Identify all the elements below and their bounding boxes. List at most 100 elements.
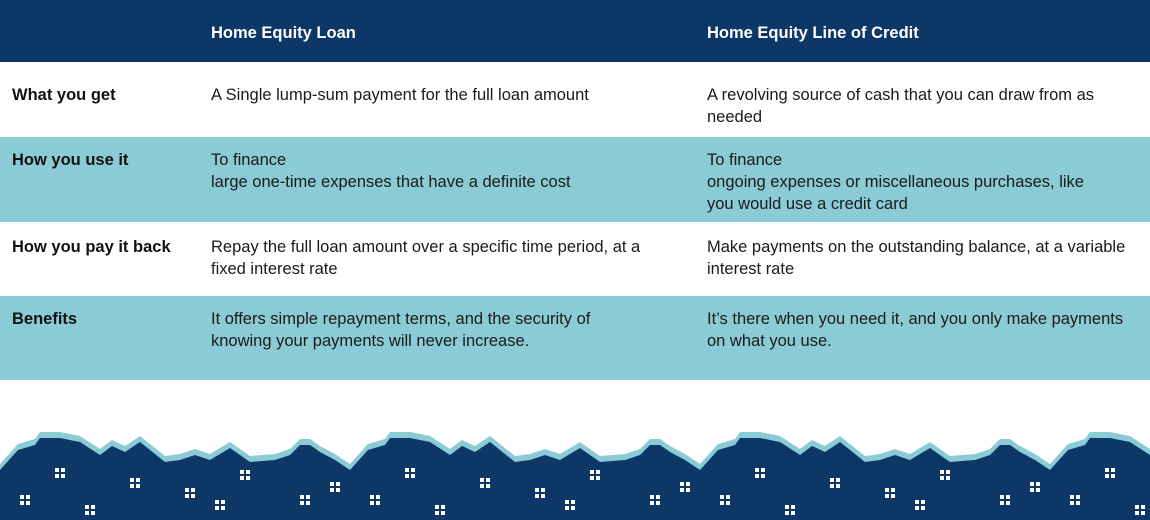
window-pane	[656, 501, 660, 505]
window-pane	[761, 468, 765, 472]
window-pane	[85, 505, 89, 509]
table-row: Benefits It offers simple repayment term…	[0, 296, 1150, 380]
window-pane	[1000, 495, 1004, 499]
house-shape	[350, 438, 700, 520]
window-pane	[306, 495, 310, 499]
house-rooftops-group	[0, 432, 1150, 520]
window-pane	[376, 495, 380, 499]
window-pane	[946, 476, 950, 480]
table-header-row: Home Equity Loan Home Equity Line of Cre…	[0, 0, 1150, 62]
window-pane	[571, 506, 575, 510]
window-pane	[921, 506, 925, 510]
window-pane	[370, 501, 374, 505]
window-pane	[405, 474, 409, 478]
window-pane	[91, 505, 95, 509]
window-pane	[1000, 501, 1004, 505]
window-pane	[830, 484, 834, 488]
window-pane	[221, 506, 225, 510]
window-pane	[185, 494, 189, 498]
window-pane	[486, 478, 490, 482]
window-pane	[306, 501, 310, 505]
window-pane	[185, 488, 189, 492]
window-pane	[26, 501, 30, 505]
window-pane	[755, 468, 759, 472]
window-pane	[300, 501, 304, 505]
window-pane	[1030, 488, 1034, 492]
heloc-cell: It’s there when you need it, and you onl…	[707, 310, 1124, 350]
window-pane	[411, 468, 415, 472]
window-pane	[91, 511, 95, 515]
window-pane	[20, 495, 24, 499]
loan-cell: To finance large one-time expenses that …	[211, 151, 571, 191]
window-pane	[915, 500, 919, 504]
window-pane	[1076, 495, 1080, 499]
row-label: Benefits	[12, 310, 78, 328]
window-pane	[590, 470, 594, 474]
window-pane	[20, 501, 24, 505]
window-pane	[330, 482, 334, 486]
window-pane	[885, 494, 889, 498]
window-pane	[376, 501, 380, 505]
window-pane	[26, 495, 30, 499]
window-pane	[215, 506, 219, 510]
heloc-cell: Make payments on the outstanding balance…	[707, 238, 1126, 278]
heloc-cell: To finance ongoing expenses or miscellan…	[707, 151, 1084, 213]
house-shape	[700, 438, 1050, 520]
window-pane	[130, 484, 134, 488]
window-pane	[946, 470, 950, 474]
window-pane	[240, 470, 244, 474]
window-pane	[1006, 495, 1010, 499]
window-pane	[1070, 495, 1074, 499]
table-row: What you get A Single lump-sum payment f…	[0, 62, 1150, 137]
window-pane	[761, 474, 765, 478]
window-pane	[246, 470, 250, 474]
window-pane	[755, 474, 759, 478]
window-pane	[791, 505, 795, 509]
window-pane	[535, 488, 539, 492]
window-pane	[656, 495, 660, 499]
window-pane	[650, 495, 654, 499]
houses-skyline-illustration	[0, 432, 1150, 520]
window-pane	[836, 484, 840, 488]
window-pane	[330, 488, 334, 492]
row-label: What you get	[12, 86, 116, 104]
window-pane	[55, 474, 59, 478]
window-pane	[891, 488, 895, 492]
window-pane	[940, 476, 944, 480]
window-pane	[535, 494, 539, 498]
window-pane	[435, 511, 439, 515]
window-pane	[785, 505, 789, 509]
window-pane	[405, 468, 409, 472]
window-pane	[61, 468, 65, 472]
window-pane	[541, 488, 545, 492]
window-pane	[726, 495, 730, 499]
loan-cell: A Single lump-sum payment for the full l…	[211, 86, 589, 104]
window-pane	[686, 488, 690, 492]
window-pane	[136, 478, 140, 482]
window-pane	[1111, 474, 1115, 478]
window-pane	[1135, 505, 1139, 509]
window-pane	[590, 476, 594, 480]
row-label: How you pay it back	[12, 238, 171, 256]
row-label: How you use it	[12, 151, 129, 169]
window-pane	[246, 476, 250, 480]
window-pane	[191, 494, 195, 498]
window-pane	[61, 474, 65, 478]
window-pane	[300, 495, 304, 499]
window-pane	[480, 478, 484, 482]
window-pane	[240, 476, 244, 480]
window-pane	[885, 488, 889, 492]
window-pane	[136, 484, 140, 488]
window-pane	[411, 474, 415, 478]
window-pane	[830, 478, 834, 482]
window-pane	[791, 511, 795, 515]
window-pane	[596, 476, 600, 480]
window-pane	[215, 500, 219, 504]
window-pane	[1105, 474, 1109, 478]
window-pane	[1030, 482, 1034, 486]
window-pane	[915, 506, 919, 510]
window-pane	[921, 500, 925, 504]
window-pane	[336, 488, 340, 492]
window-pane	[565, 500, 569, 504]
window-pane	[435, 505, 439, 509]
